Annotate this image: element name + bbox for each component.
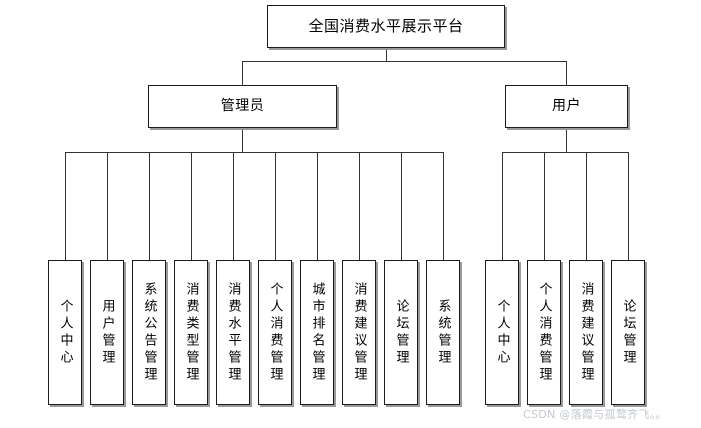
node-admin-child-7-label: 城市排名管理 bbox=[309, 281, 325, 384]
connector-admin-stem bbox=[242, 128, 243, 152]
node-admin-child-1-label: 个人中心 bbox=[57, 298, 73, 367]
connector-drop-admin-child-9 bbox=[401, 152, 402, 260]
connector-admin-bus bbox=[65, 152, 443, 153]
node-admin-child-6-label: 个人消费管理 bbox=[267, 281, 283, 384]
node-root-label: 全国消费水平展示平台 bbox=[308, 17, 464, 36]
connector-drop-admin-child-5 bbox=[233, 152, 234, 260]
connector-drop-user-child-2 bbox=[544, 152, 545, 260]
connector-drop-admin-child-4 bbox=[191, 152, 192, 260]
node-root[interactable]: 全国消费水平展示平台 bbox=[267, 5, 505, 48]
connector-drop-admin-child-7 bbox=[317, 152, 318, 260]
node-admin-child-10-label: 系统管理 bbox=[435, 298, 451, 367]
node-admin-child-8-label: 消费建议管理 bbox=[351, 281, 367, 384]
node-user-child-2-label: 个人消费管理 bbox=[536, 281, 552, 384]
node-admin-child-1[interactable]: 个人中心 bbox=[48, 260, 82, 405]
node-admin-child-3[interactable]: 系统公告管理 bbox=[132, 260, 166, 405]
connector-drop-admin-child-2 bbox=[107, 152, 108, 260]
connector-drop-user bbox=[566, 61, 567, 85]
connector-root-stem bbox=[386, 48, 387, 61]
connector-drop-admin-child-1 bbox=[65, 152, 66, 260]
connector-user-stem bbox=[566, 128, 567, 152]
node-admin-child-8[interactable]: 消费建议管理 bbox=[342, 260, 376, 405]
node-user-child-1-label: 个人中心 bbox=[494, 298, 510, 367]
connector-drop-user-child-3 bbox=[586, 152, 587, 260]
node-admin-label: 管理员 bbox=[220, 97, 265, 114]
node-user-child-3-label: 消费建议管理 bbox=[578, 281, 594, 384]
node-user-child-1[interactable]: 个人中心 bbox=[485, 260, 519, 405]
node-admin[interactable]: 管理员 bbox=[148, 85, 337, 128]
node-user-child-3[interactable]: 消费建议管理 bbox=[569, 260, 603, 405]
connector-drop-admin bbox=[242, 61, 243, 85]
connector-drop-admin-child-10 bbox=[443, 152, 444, 260]
node-user-child-2[interactable]: 个人消费管理 bbox=[527, 260, 561, 405]
node-admin-child-4-label: 消费类型管理 bbox=[183, 281, 199, 384]
node-admin-child-5-label: 消费水平管理 bbox=[225, 281, 241, 384]
connector-drop-admin-child-8 bbox=[359, 152, 360, 260]
node-user[interactable]: 用户 bbox=[505, 85, 628, 128]
connector-drop-user-child-1 bbox=[502, 152, 503, 260]
node-admin-child-7[interactable]: 城市排名管理 bbox=[300, 260, 334, 405]
node-admin-child-3-label: 系统公告管理 bbox=[141, 281, 157, 384]
connector-level2-bus bbox=[242, 61, 567, 62]
node-user-label: 用户 bbox=[552, 97, 581, 114]
node-user-child-4-label: 论坛管理 bbox=[620, 298, 636, 367]
connector-drop-admin-child-6 bbox=[275, 152, 276, 260]
node-admin-child-5[interactable]: 消费水平管理 bbox=[216, 260, 250, 405]
watermark: CSDN @落霞与孤鹜齐飞。。 bbox=[523, 408, 667, 421]
node-admin-child-9-label: 论坛管理 bbox=[393, 298, 409, 367]
connector-drop-admin-child-3 bbox=[149, 152, 150, 260]
node-admin-child-4[interactable]: 消费类型管理 bbox=[174, 260, 208, 405]
connector-drop-user-child-4 bbox=[628, 152, 629, 260]
node-admin-child-2[interactable]: 用户管理 bbox=[90, 260, 124, 405]
node-admin-child-9[interactable]: 论坛管理 bbox=[384, 260, 418, 405]
node-admin-child-6[interactable]: 个人消费管理 bbox=[258, 260, 292, 405]
node-admin-child-2-label: 用户管理 bbox=[99, 298, 115, 367]
connector-user-bus bbox=[502, 152, 628, 153]
node-admin-child-10[interactable]: 系统管理 bbox=[426, 260, 460, 405]
node-user-child-4[interactable]: 论坛管理 bbox=[611, 260, 645, 405]
